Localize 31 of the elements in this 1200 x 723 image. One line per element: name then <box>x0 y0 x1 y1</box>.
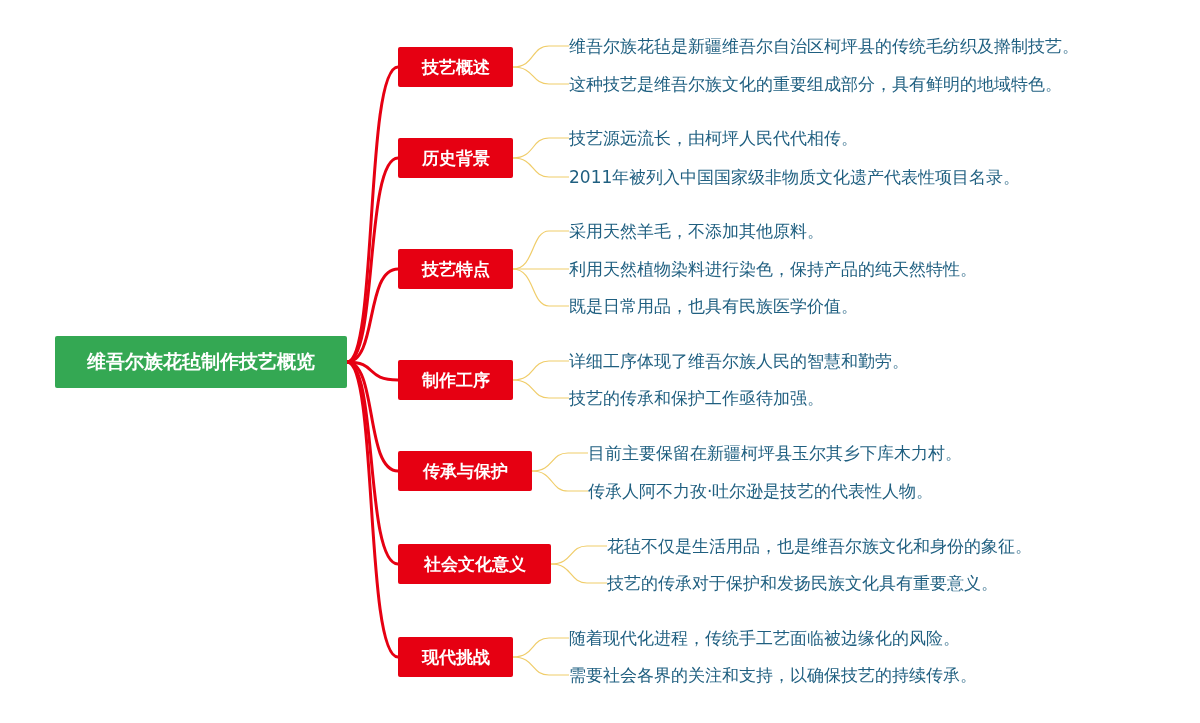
topic-box: 传承与保护 <box>398 451 532 491</box>
leaf-text: 维吾尔族花毡是新疆维吾尔自治区柯坪县的传统毛纺织及擀制技艺。 <box>569 34 1079 58</box>
topic-box: 现代挑战 <box>398 637 513 677</box>
topic-box: 历史背景 <box>398 138 513 178</box>
branch-line <box>512 66 570 85</box>
topic-box: 制作工序 <box>398 360 513 400</box>
branch-line <box>512 157 570 178</box>
leaf-text: 利用天然植物染料进行染色，保持产品的纯天然特性。 <box>569 257 977 281</box>
leaf-text: 随着现代化进程，传统手工艺面临被边缘化的风险。 <box>569 626 960 650</box>
branch-line <box>550 563 608 584</box>
root-box: 维吾尔族花毡制作技艺概览 <box>55 336 347 388</box>
leaf-text: 技艺的传承对于保护和发扬民族文化具有重要意义。 <box>607 571 998 595</box>
leaf-text: 需要社会各界的关注和支持，以确保技艺的持续传承。 <box>569 663 977 687</box>
branch-line <box>512 656 570 676</box>
leaf-text: 花毡不仅是生活用品，也是维吾尔族文化和身份的象征。 <box>607 534 1032 558</box>
topic-box: 社会文化意义 <box>398 544 551 584</box>
leaf-text: 2011年被列入中国国家级非物质文化遗产代表性项目名录。 <box>569 165 1021 189</box>
leaf-text: 详细工序体现了维吾尔族人民的智慧和勤劳。 <box>569 349 909 373</box>
leaf-text: 技艺的传承和保护工作亟待加强。 <box>569 386 824 410</box>
leaf-text: 这种技艺是维吾尔族文化的重要组成部分，具有鲜明的地域特色。 <box>569 72 1062 96</box>
topic-box: 技艺特点 <box>398 249 513 289</box>
leaf-text: 传承人阿不力孜·吐尔逊是技艺的代表性人物。 <box>588 479 934 503</box>
branch-line <box>512 379 570 399</box>
branch-line <box>512 268 570 270</box>
leaf-text: 技艺源远流长，由柯坪人民代代相传。 <box>569 126 858 150</box>
branch-line <box>531 470 589 492</box>
topic-box: 技艺概述 <box>398 47 513 87</box>
leaf-text: 既是日常用品，也具有民族医学价值。 <box>569 294 858 318</box>
leaf-text: 采用天然羊毛，不添加其他原料。 <box>569 219 824 243</box>
branch-line <box>512 268 570 307</box>
leaf-text: 目前主要保留在新疆柯坪县玉尔其乡下库木力村。 <box>588 441 962 465</box>
